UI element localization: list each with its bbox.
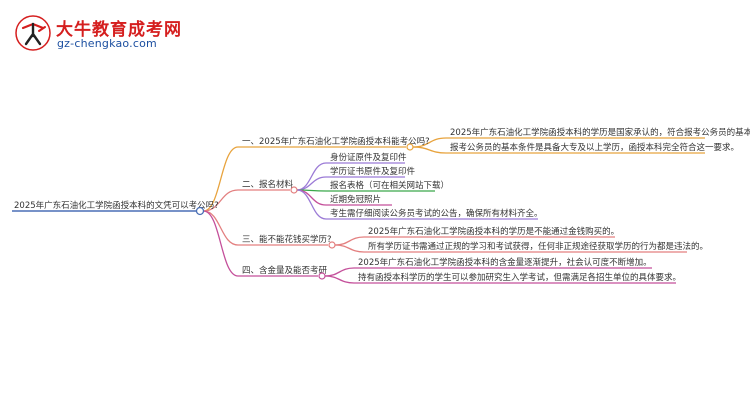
connector-line bbox=[334, 236, 365, 246]
connector-line bbox=[203, 146, 239, 212]
connector-line bbox=[203, 189, 239, 212]
connector-line bbox=[412, 146, 447, 154]
branch-2-leaf-5: 考生需仔细阅读公务员考试的公告，确保所有材料齐全。 bbox=[330, 208, 543, 219]
connector-line bbox=[296, 189, 327, 220]
connector-line bbox=[324, 275, 355, 284]
brand-title: 大牛教育成考网 bbox=[56, 20, 182, 40]
connector-line bbox=[324, 267, 355, 277]
connector-line bbox=[296, 189, 327, 206]
root-node-dot bbox=[195, 206, 205, 216]
brand-logo: 大牛教育成考网 gz-chengkao.com bbox=[14, 14, 214, 54]
branch-1-leaf-2: 报考公务员的基本条件是具备大专及以上学历，函授本科完全符合这一要求。 bbox=[450, 142, 739, 153]
connector-line bbox=[203, 210, 239, 277]
branch-2-leaf-2: 学历证书原件及复印件 bbox=[330, 166, 416, 177]
brand-url: gz-chengkao.com bbox=[57, 37, 157, 50]
branch-3-leaf-1: 2025年广东石油化工学院函授本科的学历是不能通过金钱购买的。 bbox=[368, 226, 619, 237]
root-topic: 2025年广东石油化工学院函授本科的文凭可以考公吗? bbox=[14, 200, 219, 211]
connector-line bbox=[203, 210, 239, 246]
branch-4-label: 四、含金量及能否考研 bbox=[242, 265, 328, 276]
connector-line bbox=[296, 162, 327, 191]
branch-2-leaf-3: 报名表格（可在相关网站下载） bbox=[330, 180, 449, 191]
branch-node-dot bbox=[406, 143, 414, 151]
branch-4-leaf-2: 持有函授本科学历的学生可以参加研究生入学考试，但需满足各招生单位的具体要求。 bbox=[358, 272, 681, 283]
branch-3-label: 三、能不能花钱买学历? bbox=[242, 234, 332, 245]
branch-node-dot bbox=[290, 186, 298, 194]
branch-2-leaf-4: 近期免冠照片 bbox=[330, 194, 381, 205]
branch-node-dot bbox=[328, 241, 336, 249]
branch-1-label: 一、2025年广东石油化工学院函授本科能考公吗? bbox=[242, 136, 430, 147]
branch-node-dot bbox=[318, 272, 326, 280]
branch-2-leaf-1: 身份证原件及复印件 bbox=[330, 152, 407, 163]
connector-line bbox=[296, 176, 327, 191]
connector-line bbox=[334, 244, 365, 253]
da-niu-logo-icon bbox=[15, 15, 51, 51]
branch-4-leaf-1: 2025年广东石油化工学院函授本科的含金量逐渐提升，社会认可度不断增加。 bbox=[358, 257, 652, 268]
branch-3-leaf-2: 所有学历证书需通过正规的学习和考试获得，任何非正规途径获取学历的行为都是违法的。 bbox=[368, 241, 708, 252]
branch-1-leaf-1: 2025年广东石油化工学院函授本科的学历是国家承认的，符合报考公务员的基本要求。 bbox=[450, 127, 750, 138]
branch-2-label: 二、报名材料 bbox=[242, 179, 294, 190]
